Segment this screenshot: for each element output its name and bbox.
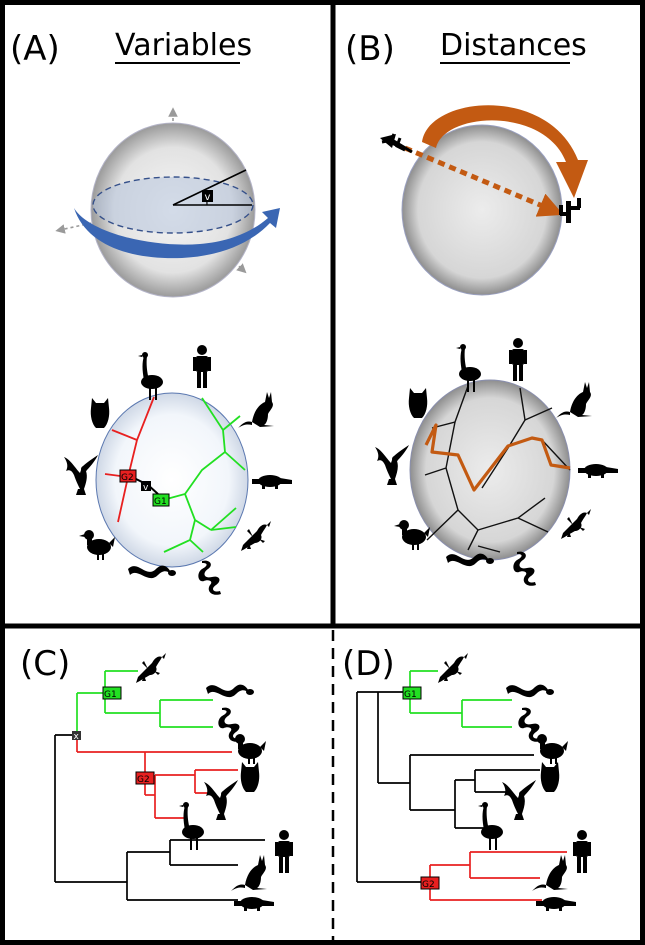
eagle-icon [502, 780, 536, 820]
panel-b-title: Distances [440, 28, 587, 63]
platypus-icon [536, 897, 576, 911]
lizard-icon [136, 653, 166, 683]
human-icon [193, 345, 211, 388]
snake-icon [206, 684, 254, 698]
panel-a-title: Variables [115, 28, 252, 63]
human-icon [509, 338, 527, 381]
human-icon [275, 830, 293, 873]
green-clade-branches [162, 397, 246, 553]
duck-icon [394, 520, 430, 550]
panel-c-letter: (C) [20, 644, 70, 684]
emu-icon [179, 802, 204, 850]
eagle-icon [204, 780, 238, 820]
panel-c: (C) [20, 644, 265, 901]
panel-c-green-branches [76, 670, 213, 735]
platypus-icon [234, 897, 274, 911]
panel-d: (D) [342, 644, 567, 901]
panel-d-taxa [438, 653, 591, 911]
angle-variable-label: v [205, 192, 211, 203]
owl-icon [90, 398, 110, 428]
kangaroo-icon [238, 392, 274, 428]
panel-c-group1-node [102, 686, 122, 700]
straight-distance-line [404, 145, 564, 217]
panel-c-root-node [72, 731, 81, 740]
owl-icon [408, 388, 428, 418]
panel-c-red-branches [76, 735, 238, 819]
owl-icon [540, 762, 560, 792]
group2-node-label: G2 [121, 473, 134, 483]
emu-icon [138, 352, 163, 400]
panel-d-group1-node [402, 686, 422, 700]
panel-b-letter: (B) [345, 29, 395, 69]
owl-icon [240, 762, 260, 792]
panel-c-taxa [136, 653, 293, 911]
panel-d-green-branches [409, 670, 512, 728]
emu-icon [478, 802, 503, 850]
group1-node-label: G1 [154, 497, 167, 507]
root-node-label: v [143, 483, 149, 493]
rattlesnake-icon [198, 560, 221, 595]
rotation-arrow [74, 208, 280, 259]
platypus-icon [578, 464, 618, 478]
panel-d-letter: (D) [342, 644, 395, 684]
panel-c-black-branches [54, 734, 265, 901]
panel-b: (B) Distances [345, 28, 588, 296]
panel-c-group1-label: G1 [104, 690, 117, 700]
kangaroo-icon [532, 855, 568, 891]
arrow-tip-icon [380, 134, 396, 148]
panel-d-black-branches [356, 691, 540, 883]
group2-node [119, 469, 137, 483]
panel-d-group2-node [420, 876, 440, 890]
black-tree-branches [424, 385, 571, 553]
root-node [141, 481, 151, 491]
platypus-icon [252, 475, 292, 489]
lizard-icon [438, 653, 468, 683]
snake-icon [128, 565, 176, 579]
cactus-icon [559, 198, 581, 223]
snake-icon [506, 684, 554, 698]
panel-a-letter: (A) [10, 29, 60, 69]
distance-path [424, 423, 571, 492]
panel-a: (A) Variables v [10, 28, 280, 298]
panel-b-tree-sphere [409, 379, 571, 561]
panel-d-group1-label: G1 [404, 690, 417, 700]
panel-a-tree-sphere: G2 v G1 [95, 392, 249, 568]
panel-c-group2-node [135, 771, 155, 785]
curved-distance-arrow [422, 105, 588, 198]
kangaroo-icon [231, 855, 267, 891]
sphere-b [401, 124, 563, 296]
rattlesnake-icon [513, 551, 536, 586]
human-icon [573, 830, 591, 873]
duck-icon [532, 734, 568, 764]
lizard-icon [561, 509, 591, 539]
kangaroo-icon [556, 382, 592, 418]
eagle-icon [375, 445, 409, 485]
eagle-icon [64, 455, 98, 495]
panel-c-root-label: x [74, 732, 80, 742]
duck-icon [230, 734, 266, 764]
duck-icon [79, 530, 115, 560]
angle-label-box [202, 190, 213, 202]
sphere-a-tree [95, 392, 249, 568]
panel-d-group2-label: G2 [422, 880, 435, 890]
panel-d-red-branches [429, 851, 567, 901]
angle-lines [172, 169, 252, 206]
panel-c-group2-label: G2 [137, 775, 150, 785]
group1-node [152, 493, 170, 507]
lizard-icon [241, 521, 271, 551]
